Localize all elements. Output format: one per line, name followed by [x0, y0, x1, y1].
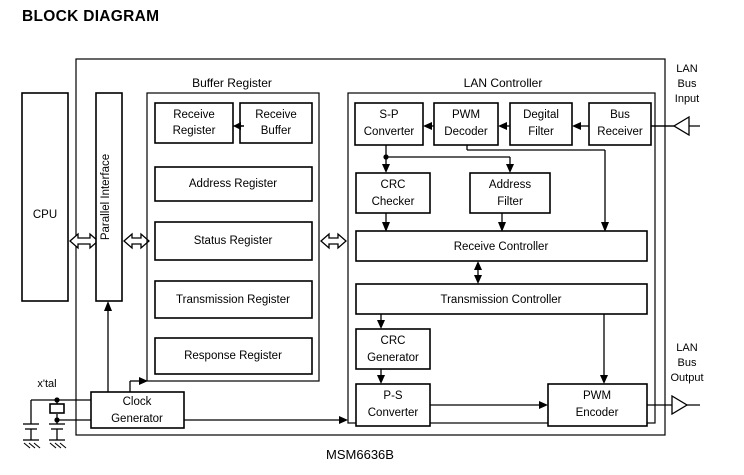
crystal-node-bottom: [54, 417, 60, 423]
pwm-decoder-label-line2: Decoder: [444, 126, 488, 138]
clock-generator-label-line1: Clock: [123, 396, 152, 408]
receive-buffer-label-line1: Receive: [255, 109, 297, 121]
ps-converter-label-line2: Converter: [368, 407, 419, 419]
lan-bus-output-net: [647, 394, 700, 416]
digital-filter-to-pwm-decoder-arrow: [498, 122, 510, 130]
lan-controller-group-label: LAN Controller: [464, 76, 543, 90]
lan-bus-input-label-line1: LAN: [676, 63, 697, 75]
pwm-encoder-block[interactable]: [547, 383, 648, 427]
pwm-encoder-label-line1: PWM: [583, 390, 611, 402]
clock-to-lan-controller-arrow: [184, 416, 348, 424]
receive-register-label-line2: Register: [173, 125, 216, 137]
clock-to-buffer-register-arrow: [129, 377, 148, 392]
sp-converter-label-line1: S-P: [379, 109, 399, 121]
ps-converter-label-line1: P-S: [383, 390, 403, 402]
crystal-network: [23, 397, 91, 449]
pwm-decoder-label-line1: PWM: [452, 109, 480, 121]
transmission-controller-to-pwm-encoder-arrow: [600, 314, 608, 384]
bus-receiver-to-digital-filter-arrow: [572, 122, 589, 130]
sp-converter-label-line2: Converter: [364, 126, 415, 138]
lan-bus-output-label-line1: LAN: [676, 342, 697, 354]
crc-checker-label-line2: Checker: [372, 196, 415, 208]
bus-receiver-label-line2: Receiver: [597, 126, 643, 138]
xtal-label: x'tal: [37, 378, 56, 390]
digital-filter-label-line1: Degital: [523, 109, 559, 121]
address-filter-label-line2: Filter: [497, 196, 523, 208]
buffer-register-group-label: Buffer Register: [192, 76, 272, 90]
chip-label: MSM6636B: [326, 447, 394, 462]
lan-bus-output-label-line2: Bus: [678, 357, 697, 369]
response-register-label: Response Register: [184, 350, 282, 362]
crc-generator-block[interactable]: [355, 328, 431, 370]
address-filter-label-line1: Address: [489, 179, 531, 191]
crc-generator-label-line2: Generator: [367, 352, 419, 364]
pwm-decoder-to-sp-converter-arrow: [423, 122, 434, 130]
address-register-label: Address Register: [189, 178, 277, 190]
parallel-interface-block[interactable]: [95, 92, 123, 302]
sp-converter-block[interactable]: [354, 102, 424, 146]
lan-bus-output-label-line3: Output: [670, 372, 703, 384]
crc-generator-label-line1: CRC: [381, 335, 406, 347]
cpu-label: CPU: [33, 209, 57, 221]
receive-register-block[interactable]: [154, 102, 234, 144]
page-title: BLOCK DIAGRAM: [22, 8, 160, 25]
buffer-lan-bus-arrow: [320, 232, 347, 250]
address-filter-to-receive-controller-arrow: [498, 213, 506, 232]
crystal-symbol: [49, 403, 65, 414]
receive-buffer-to-register-arrow: [233, 122, 244, 130]
transmission-controller-to-crc-generator-arrow: [377, 314, 385, 329]
cpu-parallel-bus-arrow: [69, 232, 99, 250]
parallel-buffer-bus-arrow: [123, 232, 150, 250]
response-register-block[interactable]: [154, 337, 313, 375]
status-register-block[interactable]: [154, 221, 313, 261]
crc-checker-to-receive-controller-arrow: [382, 213, 390, 232]
lan-controller-group: [347, 92, 656, 424]
transmission-controller-label: Transmission Controller: [441, 294, 562, 306]
cpu-block[interactable]: [21, 92, 69, 302]
receive-controller-block[interactable]: [355, 230, 648, 262]
pwm-encoder-label-line2: Encoder: [576, 407, 619, 419]
buffer-register-group: [146, 92, 320, 382]
ps-converter-block[interactable]: [355, 383, 431, 427]
crc-generator-to-ps-converter-arrow: [377, 369, 385, 384]
digital-filter-label-line2: Filter: [528, 126, 554, 138]
pwm-decoder-block[interactable]: [433, 102, 499, 146]
lan-bus-input-label-line2: Bus: [678, 78, 697, 90]
status-register-label: Status Register: [194, 235, 273, 247]
bus-receiver-block[interactable]: [588, 102, 652, 146]
transmission-controller-block[interactable]: [355, 283, 648, 315]
receive-buffer-block[interactable]: [239, 102, 313, 144]
address-register-block[interactable]: [154, 166, 313, 202]
clock-to-parallel-interface-arrow: [104, 301, 112, 392]
receive-register-label-line1: Receive: [173, 109, 215, 121]
crc-checker-label-line1: CRC: [381, 179, 406, 191]
parallel-interface-label: Parallel Interface: [100, 154, 112, 240]
address-filter-block[interactable]: [469, 172, 551, 214]
digital-filter-block[interactable]: [509, 102, 573, 146]
crystal-node-top: [54, 397, 60, 403]
bus-receiver-label-line1: Bus: [610, 109, 630, 121]
receive-transmission-controller-arrow: [474, 261, 482, 284]
transmission-register-label: Transmission Register: [176, 294, 290, 306]
transmission-register-block[interactable]: [154, 280, 313, 319]
pwm-decoder-to-receive-controller-line: [466, 145, 609, 232]
receive-controller-label: Receive Controller: [454, 241, 549, 253]
lan-bus-input-net: [651, 115, 700, 137]
sp-converter-branch-lines: [382, 145, 514, 173]
receive-buffer-label-line2: Buffer: [261, 125, 292, 137]
clock-generator-label-line2: Generator: [111, 413, 163, 425]
lan-bus-input-label-line3: Input: [675, 93, 699, 105]
ps-converter-to-pwm-encoder-arrow: [430, 401, 548, 409]
crc-checker-block[interactable]: [355, 172, 431, 214]
clock-generator-block[interactable]: [90, 391, 185, 429]
